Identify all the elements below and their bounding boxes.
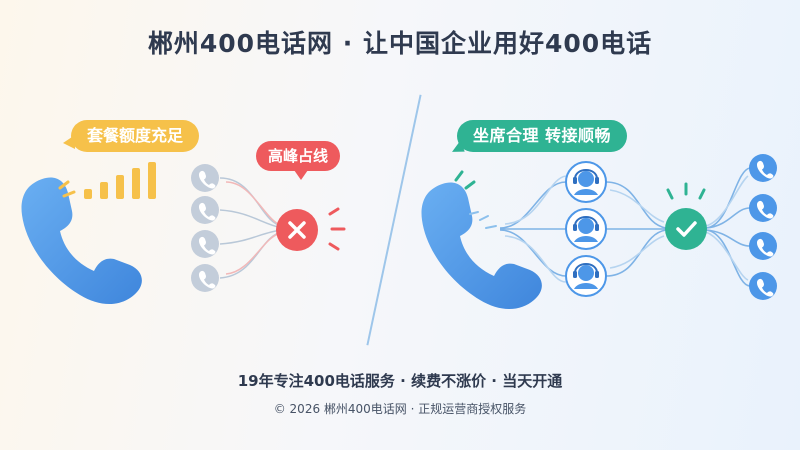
left-wires <box>219 177 283 279</box>
agent-list <box>565 161 607 297</box>
headset-agent-icon <box>565 161 607 203</box>
right-wires-mid <box>605 181 667 277</box>
caller-icon <box>749 154 777 182</box>
left-handset-icon <box>21 177 142 304</box>
caller-icon <box>749 194 777 222</box>
page-title: 郴州400电话网 · 让中国企业用好400电话 <box>147 29 653 58</box>
alert-ticks-icon <box>328 207 346 251</box>
success-ticks-icon <box>666 182 706 200</box>
seat-bubble: 坐席合理 转接顺畅 <box>457 120 627 152</box>
plan-bubble: 套餐额度充足 <box>63 120 199 152</box>
signal-ticks-icon <box>454 170 476 190</box>
close-icon <box>276 209 318 251</box>
copyright: © 2026 郴州400电话网 · 正规运营商授权服务 <box>273 402 527 416</box>
headset-agent-icon <box>565 255 607 297</box>
caller-icon <box>749 232 777 260</box>
right-caller-list <box>749 154 777 300</box>
right-wires-in <box>499 175 567 283</box>
tagline: 19年专注400电话服务 · 续费不涨价 · 当天开通 <box>237 372 563 390</box>
caller-icon <box>191 264 219 292</box>
signal-ticks-icon <box>58 180 76 198</box>
left-caller-list <box>191 164 219 292</box>
signal-bars-icon <box>84 162 156 199</box>
signal-dots-icon <box>469 211 497 229</box>
caller-icon <box>749 272 777 300</box>
right-wires-out <box>705 167 751 287</box>
check-icon <box>665 208 707 250</box>
right-handset-icon <box>421 182 542 309</box>
peak-busy-bubble: 高峰占线 <box>256 141 340 180</box>
caller-icon <box>191 164 219 192</box>
headset-agent-icon <box>565 208 607 250</box>
caller-icon <box>191 196 219 224</box>
caller-icon <box>191 230 219 258</box>
